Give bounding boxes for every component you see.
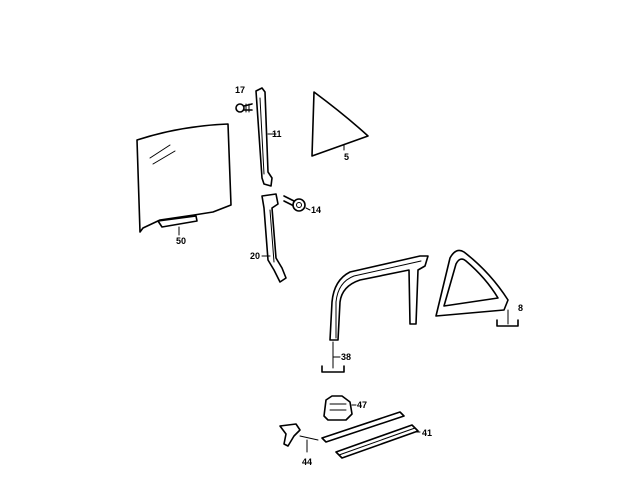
part-41-trim-strip[interactable]	[321, 411, 421, 459]
callout-38: 38	[341, 352, 351, 362]
callout-20: 20	[250, 251, 260, 261]
callout-14: 14	[311, 205, 321, 215]
callout-44: 44	[302, 457, 312, 467]
callout-11: 11	[272, 129, 282, 139]
part-47-clip[interactable]	[323, 395, 357, 421]
callout-5: 5	[344, 152, 349, 162]
part-14-bolt[interactable]	[283, 195, 311, 212]
callout-50: 50	[176, 236, 186, 246]
part-5-quarter-glass[interactable]	[311, 91, 369, 157]
callout-41: 41	[422, 428, 432, 438]
callout-47: 47	[357, 400, 367, 410]
part-38-window-frame-seal[interactable]	[321, 255, 429, 373]
part-8-quarter-window-seal[interactable]	[435, 249, 519, 327]
callout-17: 17	[235, 85, 245, 95]
part-17-screw[interactable]	[235, 103, 253, 113]
callout-8: 8	[518, 303, 523, 313]
part-50-door-glass[interactable]	[136, 123, 232, 236]
part-20-guide-rail-lower[interactable]	[261, 193, 287, 283]
part-44-end-cap[interactable]	[279, 423, 319, 453]
part-11-guide-rail-upper[interactable]	[255, 87, 277, 187]
